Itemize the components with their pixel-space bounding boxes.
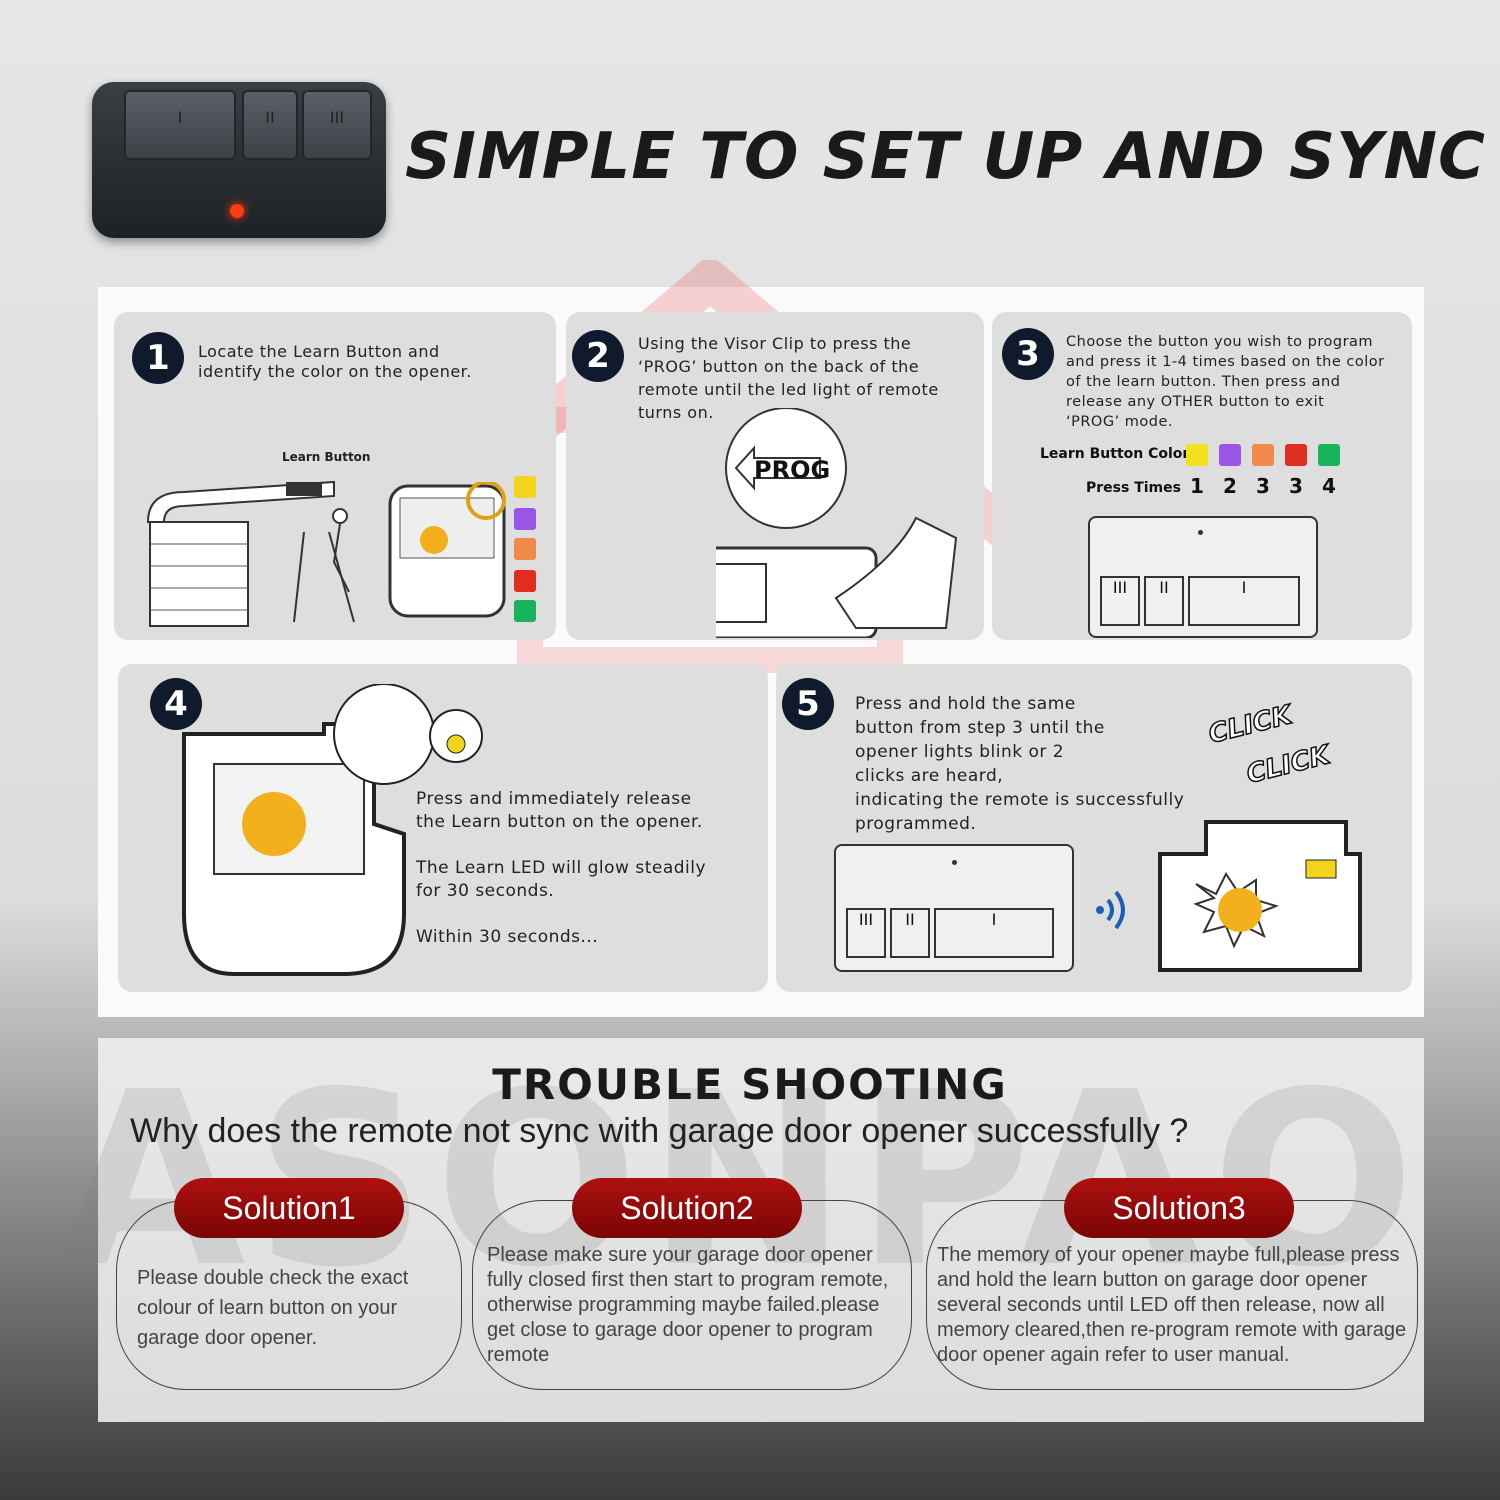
step-4-number: 4 — [150, 678, 202, 730]
signal-waves-icon — [1096, 890, 1125, 930]
click-label-2: CLICK — [1243, 739, 1334, 790]
solution-1-label: Solution1 — [174, 1178, 404, 1238]
color-chip-purple — [1219, 444, 1241, 466]
press-times-label: Press Times — [1086, 480, 1181, 496]
press-times-5: 4 — [1322, 474, 1336, 498]
remote-button-iii: III — [1100, 576, 1140, 626]
color-chip-yellow — [1186, 444, 1208, 466]
remote-led-dot — [1198, 530, 1203, 535]
learn-color-purple — [514, 508, 536, 530]
step-4-text: Press and immediately release the Learn … — [416, 789, 707, 947]
garage-ladder-illustration — [146, 480, 355, 627]
solution-1-text: Please double check the exact colour of … — [137, 1267, 409, 1349]
solution-3-label: Solution3 — [1064, 1178, 1294, 1238]
step-1-number: 1 — [132, 332, 184, 384]
step-2-panel: 2 Using the Visor Clip to press the ‘PRO… — [566, 312, 984, 640]
remote-button-1: I — [124, 90, 236, 160]
solution-2-text: Please make sure your garage door opener… — [487, 1244, 889, 1366]
press-times-2: 2 — [1223, 474, 1237, 498]
press-times-3: 3 — [1256, 474, 1270, 498]
step-1-panel: 1 Locate the Learn Button and identify t… — [114, 312, 556, 640]
remote-image: I II III — [92, 82, 386, 238]
solution-2-label: Solution2 — [572, 1178, 802, 1238]
visor-clip-illustration — [716, 408, 958, 638]
opener-unit-illustration — [388, 482, 506, 618]
color-chip-red — [1285, 444, 1307, 466]
color-chip-green — [1318, 444, 1340, 466]
step-3-panel: 3 Choose the button you wish to program … — [992, 312, 1412, 640]
solution-2-box: Please make sure your garage door opener… — [472, 1200, 912, 1390]
remote-button-i: I — [1188, 576, 1300, 626]
headline: SIMPLE TO SET UP AND SYNC — [405, 120, 1486, 194]
trouble-subtitle: Why does the remote not sync with garage… — [130, 1112, 1189, 1150]
step-5-text: Press and hold the same button from step… — [855, 694, 1185, 834]
remote-outline-step3: III II I — [1088, 516, 1318, 638]
solution-3-text: The memory of your opener maybe full,ple… — [937, 1244, 1407, 1366]
step-2-text: Using the Visor Clip to press the ‘PROG’… — [638, 334, 939, 422]
learn-color-yellow — [514, 476, 536, 498]
step-1-text: Locate the Learn Button and identify the… — [198, 342, 472, 381]
trouble-title: TROUBLE SHOOTING — [492, 1060, 1008, 1109]
learn-button-label: Learn Button — [282, 450, 371, 464]
learn-color-label: Learn Button Color — [1040, 446, 1190, 462]
step-3-text: Choose the button you wish to program an… — [1066, 334, 1385, 430]
remote-button-ii: II — [1144, 576, 1184, 626]
color-chip-orange — [1252, 444, 1274, 466]
remote-button-i: I — [934, 908, 1054, 958]
remote-button-iii: III — [846, 908, 886, 958]
solution-1-box: Please double check the exact colour of … — [116, 1200, 462, 1390]
prog-label: PROG — [754, 456, 831, 484]
remote-led — [230, 204, 244, 218]
step-5-number: 5 — [782, 678, 834, 730]
step-4-panel: 4 Press and immediately release the Lear… — [118, 664, 768, 992]
learn-color-green — [514, 600, 536, 622]
step-2-number: 2 — [572, 330, 624, 382]
step-3-number: 3 — [1002, 328, 1054, 380]
remote-button-3: III — [302, 90, 372, 160]
opener-learn-illustration — [182, 684, 483, 976]
learn-color-orange — [514, 538, 536, 560]
remote-outline-step5: III II I — [834, 844, 1074, 972]
step-5-panel: 5 Press and hold the same button from st… — [776, 664, 1412, 992]
remote-led-dot — [952, 860, 957, 865]
press-times-4: 3 — [1289, 474, 1303, 498]
learn-color-red — [514, 570, 536, 592]
remote-button-ii: II — [890, 908, 930, 958]
press-times-1: 1 — [1190, 474, 1204, 498]
remote-button-2: II — [242, 90, 298, 160]
click-label-1: CLICK — [1205, 699, 1296, 750]
opener-blink-illustration — [1158, 820, 1362, 972]
